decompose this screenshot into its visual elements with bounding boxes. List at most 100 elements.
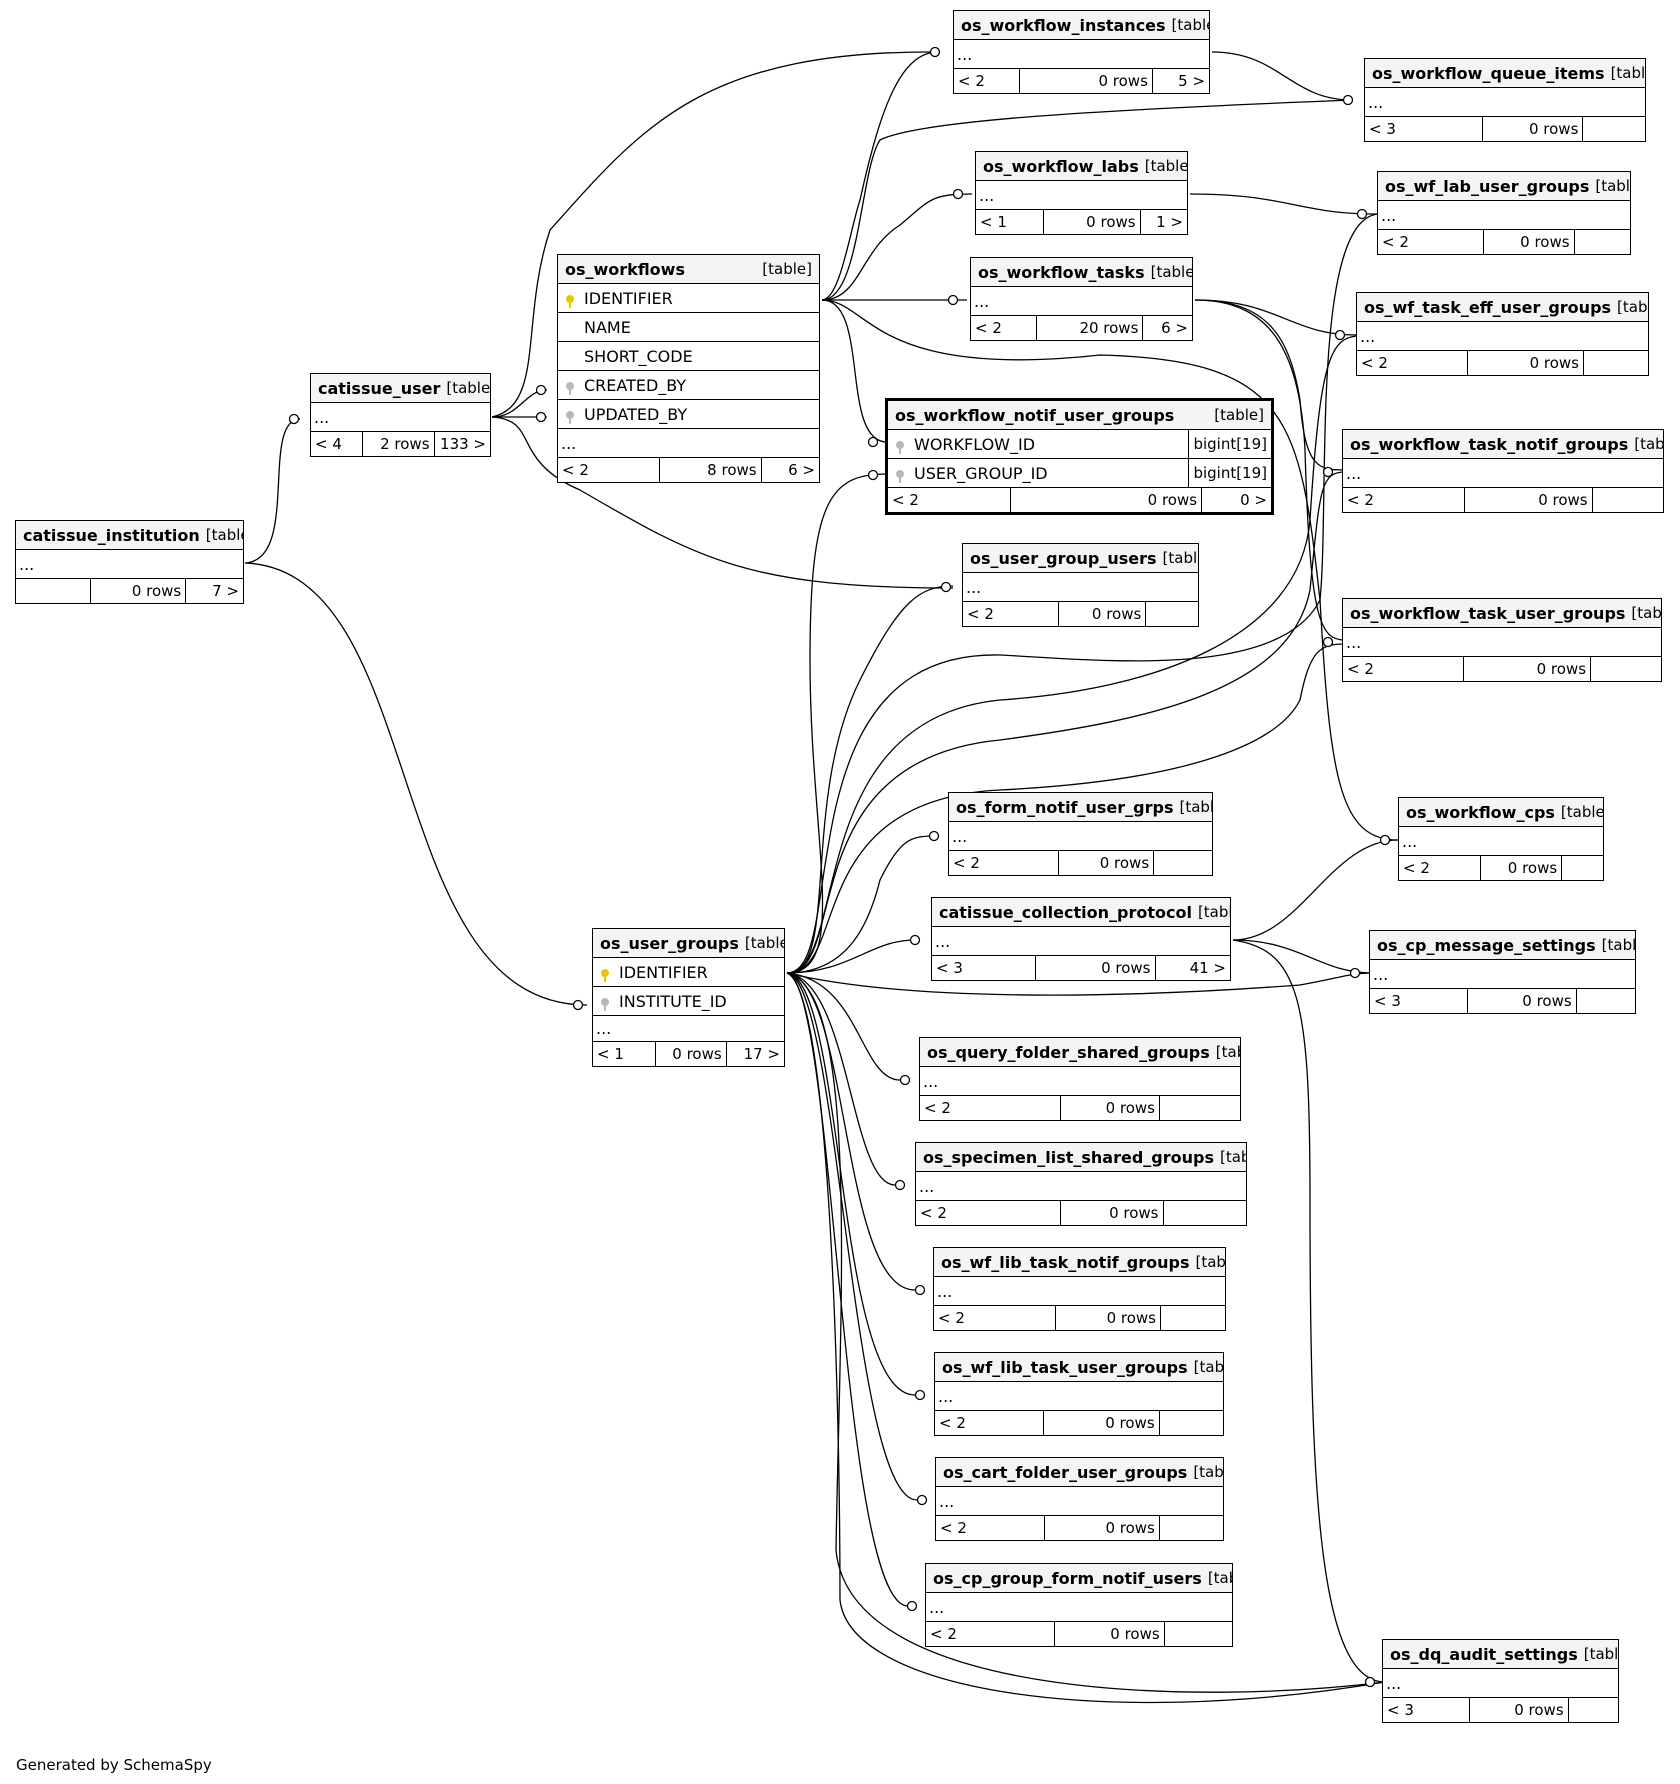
- table-os-workflow-instances[interactable]: os_workflow_instances[table] ... < 20 ro…: [953, 10, 1210, 94]
- table-os-cp-message-settings[interactable]: os_cp_message_settings[table] ... < 30 r…: [1369, 930, 1636, 1014]
- edge-workflows-wf-instances: [821, 51, 939, 301]
- parents-link[interactable]: [16, 579, 91, 603]
- table-header: os_workflow_instances[table]: [954, 11, 1209, 40]
- children-link[interactable]: [1575, 230, 1630, 254]
- parents-link[interactable]: < 2: [935, 1411, 1045, 1435]
- foreign-key-icon: [895, 440, 905, 454]
- children-link[interactable]: 5 >: [1178, 72, 1205, 90]
- table-os-wf-lib-task-notif-groups[interactable]: os_wf_lib_task_notif_groups[table] ... <…: [933, 1247, 1226, 1331]
- table-os-workflow-task-user-groups[interactable]: os_workflow_task_user_groups[table] ... …: [1342, 598, 1662, 682]
- parents-link[interactable]: < 3: [1365, 117, 1483, 141]
- children-link[interactable]: [1164, 1201, 1247, 1225]
- table-os-wf-lab-user-groups[interactable]: os_wf_lab_user_groups[table] ... < 20 ro…: [1377, 171, 1631, 255]
- children-link[interactable]: [1146, 602, 1198, 626]
- table-os-workflow-notif-user-groups[interactable]: os_workflow_notif_user_groups[table] WOR…: [885, 398, 1274, 515]
- children-link[interactable]: 7 >: [212, 582, 239, 600]
- children-link[interactable]: [1160, 1096, 1240, 1120]
- table-os-specimen-list-shared-groups[interactable]: os_specimen_list_shared_groups[table] ..…: [915, 1142, 1247, 1226]
- children-link[interactable]: 1 >: [1156, 213, 1183, 231]
- parents-link[interactable]: < 2: [558, 458, 660, 482]
- table-tag: [table]: [1207, 1569, 1232, 1587]
- table-os-cp-group-form-notif-users[interactable]: os_cp_group_form_notif_users[table] ... …: [925, 1563, 1233, 1647]
- column-row: ...: [1365, 88, 1645, 117]
- table-os-workflow-queue-items[interactable]: os_workflow_queue_items[table] ... < 30 …: [1364, 58, 1646, 142]
- column-row-name: NAME: [558, 313, 819, 342]
- table-os-query-folder-shared-groups[interactable]: os_query_folder_shared_groups[table] ...…: [919, 1037, 1241, 1121]
- column-row-short-code: SHORT_CODE: [558, 342, 819, 371]
- parents-link[interactable]: < 2: [916, 1201, 1062, 1225]
- parents-link[interactable]: < 2: [1378, 230, 1484, 254]
- table-os-user-group-users[interactable]: os_user_group_users[table] ... < 20 rows: [962, 543, 1199, 627]
- children-link[interactable]: 41 >: [1189, 959, 1226, 977]
- parents-link[interactable]: < 2: [1343, 657, 1464, 681]
- children-link[interactable]: 6 >: [788, 461, 815, 479]
- parents-link[interactable]: < 2: [920, 1096, 1061, 1120]
- edge-ug-notif: [786, 473, 888, 974]
- table-os-workflow-task-notif-groups[interactable]: os_workflow_task_notif_groups[table] ...…: [1342, 429, 1664, 513]
- parents-link[interactable]: < 2: [971, 316, 1038, 340]
- table-tag: [table]: [1610, 64, 1645, 82]
- children-link[interactable]: 0 >: [1240, 491, 1267, 509]
- children-link[interactable]: [1583, 117, 1645, 141]
- children-link[interactable]: [1160, 1516, 1223, 1540]
- table-catissue-collection-protocol[interactable]: catissue_collection_protocol[table] ... …: [931, 897, 1231, 981]
- parents-link[interactable]: < 2: [926, 1622, 1055, 1646]
- parents-link[interactable]: < 3: [932, 956, 1037, 980]
- parents-link[interactable]: < 3: [1370, 989, 1469, 1013]
- table-os-form-notif-user-grps[interactable]: os_form_notif_user_grps[table] ... < 20 …: [948, 792, 1213, 876]
- table-os-workflow-cps[interactable]: os_workflow_cps[table] ... < 20 rows: [1398, 797, 1604, 881]
- more-columns: ...: [1402, 831, 1418, 851]
- table-tag: [table]: [744, 934, 784, 952]
- table-os-workflows[interactable]: os_workflows[table] IDENTIFIER NAME SHOR…: [557, 254, 820, 483]
- parents-link[interactable]: < 2: [934, 1306, 1057, 1330]
- parents-link[interactable]: < 2: [1357, 351, 1468, 375]
- table-header: os_form_notif_user_grps[table]: [949, 793, 1212, 822]
- table-tag: [table]: [1219, 1148, 1246, 1166]
- children-link[interactable]: [1160, 1411, 1223, 1435]
- children-link[interactable]: [1161, 1306, 1225, 1330]
- parents-link[interactable]: < 2: [936, 1516, 1046, 1540]
- parents-link[interactable]: < 4: [311, 432, 363, 456]
- table-name: os_workflow_queue_items: [1372, 63, 1605, 83]
- more-columns: ...: [938, 1386, 954, 1406]
- children-link[interactable]: [1165, 1622, 1232, 1646]
- table-header: os_workflow_cps[table]: [1399, 798, 1603, 827]
- table-os-workflow-tasks[interactable]: os_workflow_tasks[table] ... < 220 rows6…: [970, 257, 1193, 341]
- children-link[interactable]: [1591, 657, 1661, 681]
- children-link[interactable]: 17 >: [743, 1045, 780, 1063]
- more-columns: ...: [1360, 326, 1376, 346]
- table-os-dq-audit-settings[interactable]: os_dq_audit_settings[table] ... < 30 row…: [1382, 1639, 1619, 1723]
- table-os-wf-task-eff-user-groups[interactable]: os_wf_task_eff_user_groups[table] ... < …: [1356, 292, 1649, 376]
- parents-link[interactable]: < 2: [888, 488, 1011, 512]
- children-link[interactable]: [1154, 851, 1212, 875]
- parents-link[interactable]: < 1: [976, 210, 1044, 234]
- children-link[interactable]: [1584, 351, 1648, 375]
- children-link[interactable]: 133 >: [440, 435, 486, 453]
- parents-link[interactable]: < 2: [963, 602, 1060, 626]
- table-name: os_cart_folder_user_groups: [943, 1462, 1188, 1482]
- table-catissue-institution[interactable]: catissue_institution[table] ... 0 rows7 …: [15, 520, 244, 604]
- children-link[interactable]: 6 >: [1161, 319, 1188, 337]
- children-link[interactable]: [1562, 856, 1603, 880]
- parents-link[interactable]: < 2: [1399, 856, 1481, 880]
- table-header: os_workflow_task_notif_groups[table]: [1343, 430, 1663, 459]
- parents-link[interactable]: < 3: [1383, 1698, 1470, 1722]
- parents-link[interactable]: < 2: [949, 851, 1060, 875]
- column-row: ...: [311, 403, 490, 432]
- column-name: CREATED_BY: [584, 375, 687, 395]
- parents-link[interactable]: < 2: [1343, 488, 1465, 512]
- children-link[interactable]: [1569, 1698, 1618, 1722]
- table-os-user-groups[interactable]: os_user_groups[table] IDENTIFIER INSTITU…: [592, 928, 785, 1067]
- children-link[interactable]: [1577, 989, 1635, 1013]
- edge-ug-form-notif: [786, 835, 935, 974]
- parents-link[interactable]: < 2: [954, 69, 1021, 93]
- row-count: 2 rows: [363, 432, 435, 456]
- table-os-cart-folder-user-groups[interactable]: os_cart_folder_user_groups[table] ... < …: [935, 1457, 1224, 1541]
- table-os-wf-lib-task-user-groups[interactable]: os_wf_lib_task_user_groups[table] ... < …: [934, 1352, 1224, 1436]
- parents-link[interactable]: < 1: [593, 1042, 657, 1066]
- children-link[interactable]: [1593, 488, 1663, 512]
- crowfoot-collection-protocol: [909, 934, 921, 946]
